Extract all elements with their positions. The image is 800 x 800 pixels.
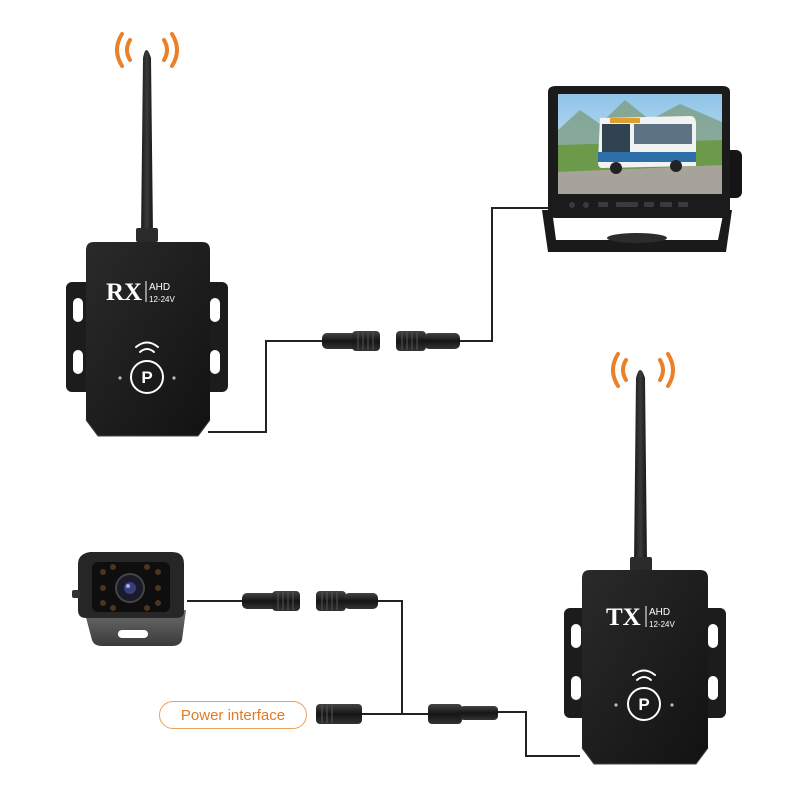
female-aviation-connector: [396, 331, 426, 351]
rx-unit-voltage: 12-24V: [149, 295, 175, 304]
power-dc-connector: [316, 704, 362, 724]
bus-image: [598, 116, 696, 174]
connector-to-monitor-cable: [460, 207, 552, 342]
tx-unit-code: TX: [606, 604, 641, 631]
rx-antenna: [141, 50, 153, 237]
tx-unit-voltage: 12-24V: [649, 620, 675, 629]
rx-pair-button-letter: P: [141, 368, 152, 387]
car-monitor: [542, 86, 742, 252]
camera-ir-leds: [100, 564, 161, 611]
camera-mount-bracket: [84, 610, 186, 646]
tx-antenna-base: [630, 557, 652, 571]
tx-wifi-icon: [632, 669, 656, 681]
monitor-control-buttons: [569, 202, 688, 208]
rx-signal-waves-icon: [115, 32, 179, 68]
junction-to-tx-cable: [498, 711, 580, 757]
rx-unit-type: AHD: [149, 282, 170, 293]
cables: [187, 207, 580, 757]
rx-unit-code: RX: [106, 279, 142, 306]
tx-antenna: [634, 370, 647, 565]
tx-pair-button: [627, 687, 661, 721]
aviation-connector-pair-camera: [242, 591, 378, 611]
rx-device-body: [86, 242, 210, 436]
backup-camera: [72, 552, 186, 646]
connector-to-tx-video-cable: [378, 600, 428, 715]
tx-unit-type: AHD: [649, 607, 670, 618]
rx-to-connector-cable: [208, 340, 322, 433]
tx-signal-waves-icon: [611, 352, 675, 388]
monitor-stand-bracket: [542, 210, 732, 252]
camera-female-connector: [316, 591, 346, 611]
rx-antenna-base: [136, 228, 158, 242]
tx-device-body: [582, 570, 708, 764]
rx-wifi-icon: [135, 341, 159, 353]
rx-pair-button: [130, 360, 164, 394]
power-junction-connector: [428, 704, 498, 724]
tx-pair-button-letter: P: [638, 695, 649, 714]
power-interface-label: Power interface: [159, 701, 307, 729]
tx-transmitter-unit: TX AHD 12-24V P: [564, 352, 726, 765]
aviation-connector-pair-top: [322, 331, 460, 351]
rx-receiver-unit: RX AHD 12-24V P: [66, 32, 228, 437]
